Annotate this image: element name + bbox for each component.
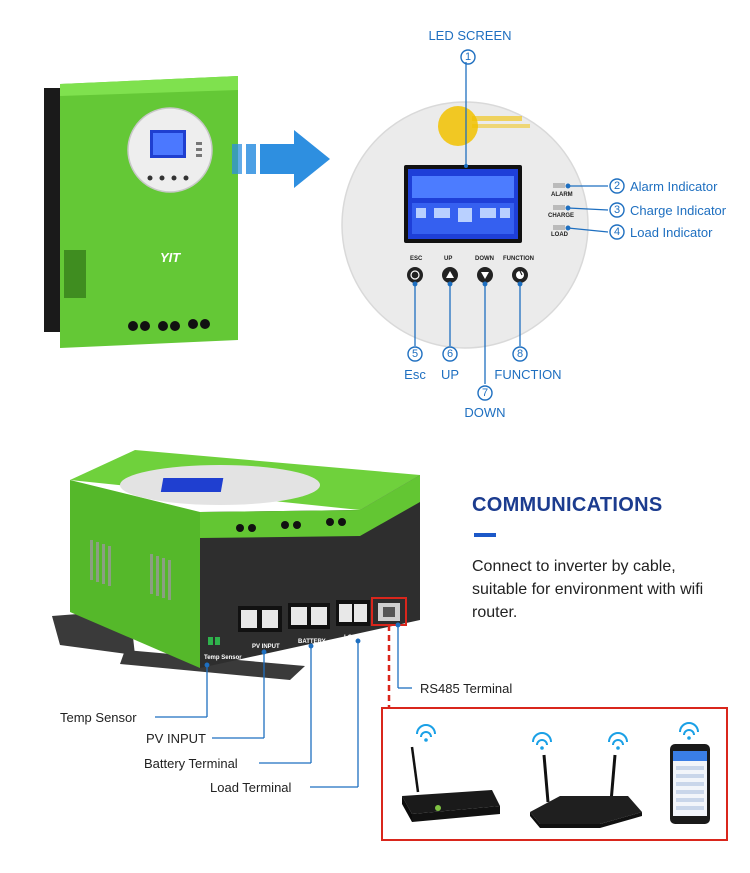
indicator-label-charge: CHARGE	[548, 213, 574, 219]
button-label-esc: ESC	[410, 256, 423, 262]
panel-label-pv-input: PV INPUT	[252, 644, 280, 650]
wifi-devices-box	[381, 707, 728, 841]
load-terminal-callout: Load Terminal	[210, 780, 292, 795]
panel-label-battery: BATTERY	[298, 639, 326, 645]
esc-caption: Esc	[404, 367, 426, 382]
callout-load: 4 Load Indicator	[609, 224, 713, 240]
callout-up: 6 UP	[441, 346, 459, 382]
controller-side-view: Temp Sensor PV INPUT BATTERY LOAD	[52, 450, 420, 680]
controller-front-view: YIT	[44, 76, 238, 348]
battery-terminal-callout: Battery Terminal	[144, 756, 238, 771]
charge-indicator-caption: Charge Indicator	[630, 203, 727, 218]
router-icon	[530, 732, 642, 828]
down-caption: DOWN	[464, 405, 505, 420]
indicators: ALARM CHARGE LOAD	[548, 183, 574, 238]
callout-function: 8 FUNCTION	[494, 346, 562, 382]
brand-logo: YIT	[160, 250, 181, 265]
led-screen-label: LED SCREEN	[428, 28, 511, 43]
up-number: 6	[447, 348, 453, 360]
pv-input-callout: PV INPUT	[146, 731, 206, 746]
indicator-label-alarm: ALARM	[551, 192, 573, 198]
alarm-number: 2	[614, 180, 620, 192]
up-caption: UP	[441, 367, 459, 382]
communications-description: Connect to inverter by cable, suitable f…	[472, 558, 704, 621]
function-number: 8	[517, 348, 523, 360]
control-panel-closeup: ALARM CHARGE LOAD ESC UP DOWN FUNCTION	[341, 62, 609, 384]
alarm-indicator-caption: Alarm Indicator	[630, 179, 718, 194]
indicator-label-load: LOAD	[551, 232, 569, 238]
button-label-function: FUNCTION	[503, 256, 534, 262]
title-underline	[474, 533, 496, 537]
callout-down: 7 DOWN	[464, 385, 506, 420]
zoom-arrow	[232, 130, 330, 188]
load-indicator-caption: Load Indicator	[630, 225, 713, 240]
bottom-diagram: Temp Sensor PV INPUT BATTERY LOAD Temp S…	[52, 450, 728, 841]
down-number: 7	[482, 387, 488, 399]
callout-led-number: 1	[460, 49, 476, 65]
function-button-icon	[512, 267, 528, 283]
rs485-terminal-callout: RS485 Terminal	[420, 681, 512, 696]
panel-buttons: ESC UP DOWN FUNCTION	[407, 256, 534, 283]
button-label-down: DOWN	[475, 256, 494, 262]
esc-number: 5	[412, 348, 418, 360]
esc-button-icon	[407, 267, 423, 283]
led-number: 1	[465, 51, 471, 63]
communications-title: COMMUNICATIONS	[472, 494, 663, 516]
panel-label-load: LOAD	[344, 635, 362, 641]
tv-box-icon	[402, 724, 500, 822]
callout-esc: 5 Esc	[404, 346, 426, 382]
temp-sensor-callout: Temp Sensor	[60, 710, 137, 725]
panel-label-temp-sensor: Temp Sensor	[204, 655, 242, 661]
smartphone-icon	[670, 722, 710, 824]
callout-charge: 3 Charge Indicator	[609, 202, 727, 218]
charge-number: 3	[614, 204, 620, 216]
load-number: 4	[614, 226, 620, 238]
up-button-icon	[442, 267, 458, 283]
down-button-icon	[477, 267, 493, 283]
top-diagram: YIT ALARM CHARG	[44, 28, 727, 420]
function-caption: FUNCTION	[494, 367, 561, 382]
button-label-up: UP	[444, 256, 452, 262]
callout-alarm: 2 Alarm Indicator	[609, 178, 718, 194]
